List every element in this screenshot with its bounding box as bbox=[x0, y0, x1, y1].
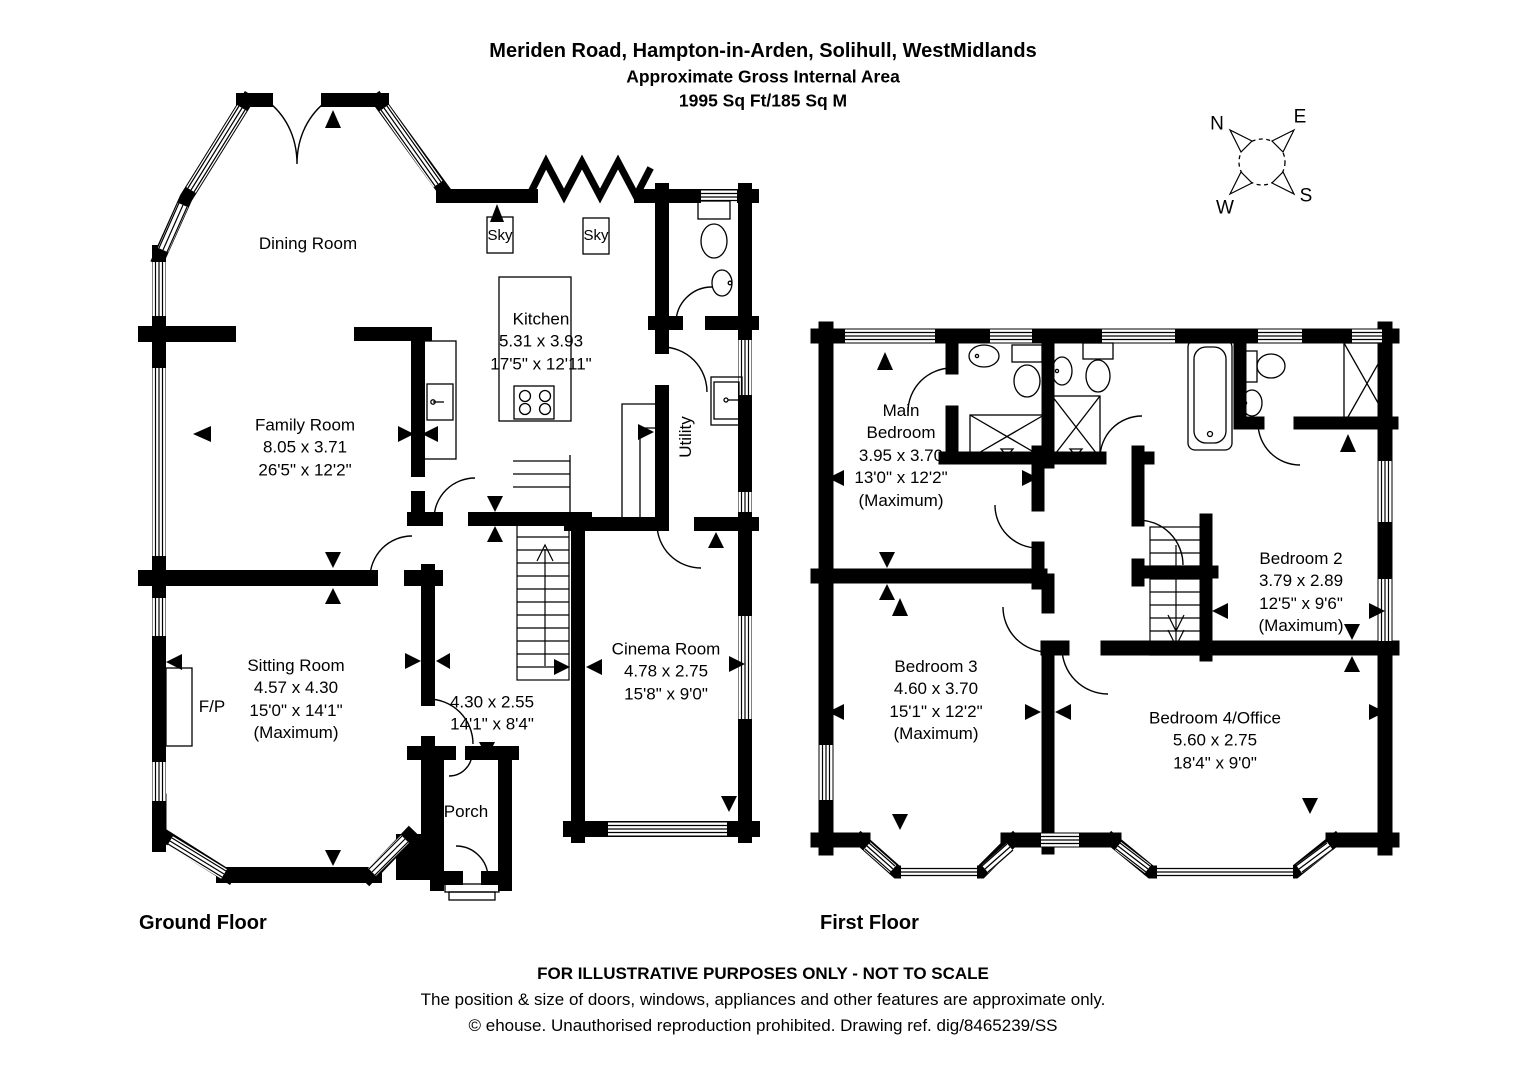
compass-n: N bbox=[1210, 113, 1224, 135]
gf-stairs bbox=[516, 523, 570, 681]
skylight-label-2: Sky bbox=[583, 227, 609, 245]
ff-dimension-arrows bbox=[828, 352, 1385, 830]
compass-e: E bbox=[1293, 106, 1307, 128]
room-label-bedroom4: Bedroom 4/Office 5.60 x 2.75 18'4" x 9'0… bbox=[1149, 708, 1281, 773]
ff-windows bbox=[819, 329, 1392, 879]
utility-sink bbox=[710, 376, 743, 426]
ensuite-shower bbox=[969, 414, 1045, 459]
bathroom-toilet bbox=[1082, 342, 1114, 360]
room-label-dining: Dining Room bbox=[258, 233, 358, 253]
gf-doors bbox=[265, 99, 713, 879]
wc-sink bbox=[711, 269, 733, 297]
compass-spike-n bbox=[1228, 128, 1254, 154]
plan-title: Meriden Road, Hampton-in-Arden, Solihull… bbox=[489, 39, 1037, 62]
bathtub bbox=[1187, 339, 1233, 451]
ff-fixtures bbox=[968, 339, 1391, 459]
ff-doors bbox=[907, 367, 1301, 695]
corner-shower bbox=[1343, 342, 1391, 425]
kitchen-counter bbox=[423, 340, 457, 460]
room-label-family: Family Room 8.05 x 3.71 26'5" x 12'2" bbox=[254, 415, 356, 480]
ff-stairs bbox=[1149, 526, 1203, 656]
kitchen-island bbox=[498, 276, 572, 422]
ground-floor-plan bbox=[138, 90, 760, 901]
porch-step bbox=[444, 883, 500, 893]
bathroom-sink bbox=[1051, 356, 1073, 386]
ensuite-sink bbox=[968, 344, 1000, 368]
room-label-kitchen: Kitchen 5.31 x 3.93 17'5" x 12'11" bbox=[490, 309, 592, 374]
footer-approximate: The position & size of doors, windows, a… bbox=[420, 989, 1106, 1009]
hall-dimensions: 4.30 x 2.55 14'1" x 8'4" bbox=[449, 692, 535, 734]
room-label-sitting: Sitting Room 4.57 x 4.30 15'0" x 14'1" (… bbox=[247, 656, 345, 743]
compass-spike-e bbox=[1270, 128, 1296, 154]
room-label-utility: Utility bbox=[675, 416, 695, 458]
plan-area: 1995 Sq Ft/185 Sq M bbox=[678, 90, 848, 111]
first-floor-plan bbox=[810, 321, 1400, 879]
ensuite-toilet bbox=[1011, 344, 1043, 363]
compass-s: S bbox=[1299, 185, 1313, 207]
wc-toilet bbox=[697, 200, 731, 220]
ground-floor-label: Ground Floor bbox=[139, 912, 267, 934]
shower-room-sink bbox=[1241, 389, 1263, 417]
room-label-cinema: Cinema Room 4.78 x 2.75 15'8" x 9'0" bbox=[611, 639, 721, 704]
room-label-bedroom2: Bedroom 2 3.79 x 2.89 12'5" x 9'6" (Maxi… bbox=[1258, 549, 1344, 636]
compass-spike-w bbox=[1228, 170, 1254, 196]
room-label-bedroom3: Bedroom 3 4.60 x 3.70 15'1" x 12'2" (Max… bbox=[889, 657, 983, 744]
first-floor-label: First Floor bbox=[820, 912, 919, 934]
compass-w: W bbox=[1216, 197, 1234, 219]
fireplace-label: F/P bbox=[198, 696, 226, 716]
kitchen-sink bbox=[426, 383, 454, 421]
hob bbox=[513, 385, 555, 420]
compass-spike-s bbox=[1270, 170, 1296, 196]
compass-rose bbox=[1228, 128, 1296, 196]
plan-subtitle: Approximate Gross Internal Area bbox=[626, 66, 900, 87]
skylight-2 bbox=[582, 217, 610, 255]
fireplace-niche bbox=[165, 667, 193, 747]
room-label-main-bedroom: Main Bedroom 3.95 x 3.70 13'0" x 12'2" (… bbox=[854, 400, 948, 510]
gf-dimension-arrows bbox=[166, 110, 745, 866]
footer-copyright: © ehouse. Unauthorised reproduction proh… bbox=[468, 1015, 1058, 1035]
footer-disclaimer: FOR ILLUSTRATIVE PURPOSES ONLY - NOT TO … bbox=[537, 963, 989, 983]
kitchen-steps bbox=[513, 403, 656, 519]
gf-fixtures bbox=[165, 200, 743, 901]
room-label-porch: Porch bbox=[443, 801, 489, 821]
gf-windows bbox=[152, 104, 752, 879]
skylight-label-1: Sky bbox=[487, 227, 513, 245]
bathroom-shower bbox=[1051, 395, 1101, 459]
